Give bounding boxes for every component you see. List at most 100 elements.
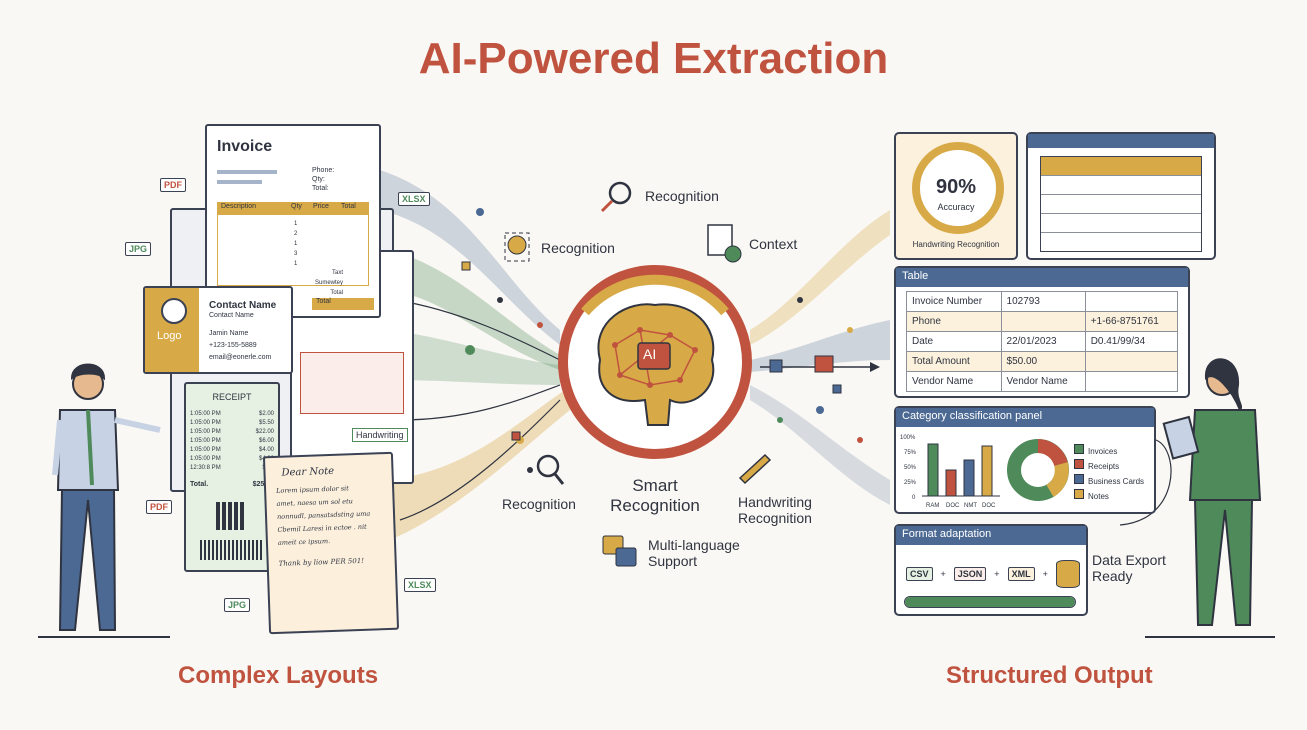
receipt-line: 1:05:00 PM$5.50 bbox=[190, 420, 274, 426]
bar-label: DOC bbox=[946, 503, 960, 509]
receipt-line: 1:05:00 PM$22.00 bbox=[190, 429, 274, 435]
spreadsheet-grid bbox=[1040, 156, 1202, 252]
handwriting-tag: Handwriting bbox=[352, 428, 408, 442]
accuracy-card: 90% Accuracy Handwriting Recognition bbox=[894, 132, 1018, 260]
invoice-title: Invoice bbox=[217, 138, 273, 155]
cell-label: Date bbox=[906, 331, 1002, 352]
database-icon bbox=[1055, 560, 1080, 588]
format-panel: Format adaptation CSV+ JSON+ XML+ bbox=[894, 524, 1088, 616]
table-panel-title: Table bbox=[896, 268, 1188, 287]
y-tick: 100% bbox=[900, 435, 916, 441]
table-row: Phone +1-66-8751761 bbox=[906, 311, 1179, 332]
invoice-meta: Phone:Qty:Total: bbox=[312, 167, 335, 192]
label-handwriting-recognition: Handwriting Recognition bbox=[738, 494, 812, 526]
cell-extra bbox=[1084, 351, 1179, 372]
pdf-file-icon: PDF bbox=[160, 178, 186, 192]
invoice-total-row: Total bbox=[312, 298, 374, 310]
bar bbox=[945, 469, 957, 497]
legend-item: Business Cards bbox=[1074, 474, 1144, 489]
y-tick: 75% bbox=[904, 450, 917, 456]
bar bbox=[927, 443, 939, 497]
accuracy-caption: Handwriting Recognition bbox=[912, 240, 1000, 249]
spreadsheet-window bbox=[1026, 132, 1216, 260]
barcode-icon bbox=[200, 540, 262, 560]
accuracy-gauge bbox=[912, 142, 1004, 234]
cell-label: Invoice Number bbox=[906, 291, 1002, 312]
cell-extra: +1-66-8751761 bbox=[1084, 311, 1179, 332]
label-context: Context bbox=[749, 236, 798, 252]
bar bbox=[981, 445, 993, 497]
jpg-file-icon-2: JPG bbox=[224, 598, 251, 612]
table-row: Total Amount$50.00 bbox=[906, 351, 1179, 372]
legend-item: Notes bbox=[1074, 489, 1144, 504]
jpg-file-icon: JPG bbox=[125, 242, 152, 256]
xlsx-file-icon: XLSX bbox=[398, 192, 430, 206]
bar bbox=[963, 459, 975, 497]
receipt-line: 1:05:00 PM$4.00 bbox=[190, 447, 274, 453]
receipt-line: 12:30:8 PM$.50 bbox=[190, 465, 274, 471]
receipt-line: 1:05:00 PM$6.00 bbox=[190, 438, 274, 444]
category-panel: Category classification panel 100% 75% 50… bbox=[894, 406, 1156, 514]
page-title: AI-Powered Extraction bbox=[418, 34, 889, 83]
pdf-file-icon-2: PDF bbox=[146, 500, 172, 514]
data-export-ready: Data Export Ready bbox=[1092, 552, 1166, 584]
logo-text: Logo bbox=[157, 330, 182, 342]
cell-value: $50.00 bbox=[1000, 351, 1086, 372]
label-recognition-top: Recognition bbox=[645, 188, 719, 204]
avatar-icon bbox=[161, 298, 187, 324]
receipt-line: 1:05:00 PM$2.00 bbox=[190, 411, 274, 417]
cell-value bbox=[1000, 311, 1086, 332]
cell-value: 102793 bbox=[1000, 291, 1086, 312]
cell-value: 22/01/2023 bbox=[1000, 331, 1086, 352]
label-recognition-bottom: Recognition bbox=[502, 496, 576, 512]
cell-label: Phone bbox=[906, 311, 1002, 332]
label-recognition-left: Recognition bbox=[541, 240, 615, 256]
note-sign-line: Thank by liow PER 501! bbox=[278, 556, 365, 568]
qr-code-icon bbox=[216, 502, 244, 530]
y-tick: 25% bbox=[904, 480, 917, 486]
y-tick: 0 bbox=[912, 495, 916, 501]
cell-extra bbox=[1084, 371, 1179, 392]
cell-label: Total Amount bbox=[906, 351, 1002, 372]
business-card: Logo Contact Name Contact Name Jamin Nam… bbox=[143, 286, 293, 374]
footer-left-label: Complex Layouts bbox=[178, 662, 379, 689]
contact-subtitle: Contact Name bbox=[209, 312, 254, 319]
cell-label: Vendor Name bbox=[906, 371, 1002, 392]
cell-value: Vendor Name bbox=[1000, 371, 1086, 392]
category-panel-title: Category classification panel bbox=[896, 408, 1154, 427]
xlsx-file-icon-2: XLSX bbox=[404, 578, 436, 592]
format-panel-title: Format adaptation bbox=[896, 526, 1086, 545]
legend-swatch bbox=[1074, 474, 1084, 484]
legend-swatch bbox=[1074, 489, 1084, 499]
csv-file-icon: CSV bbox=[906, 567, 933, 581]
receipt-total-label: Total. bbox=[190, 481, 209, 488]
receipt-title: RECEIPT bbox=[212, 392, 252, 402]
label-multi-language: Multi-language Support bbox=[648, 537, 740, 569]
accuracy-value: 90% bbox=[935, 176, 977, 198]
label-smart-recognition: Smart Recognition bbox=[610, 476, 700, 515]
footer-right-label: Structured Output bbox=[946, 662, 1153, 689]
y-tick: 50% bbox=[904, 465, 917, 471]
invoice-document: Invoice Phone:Qty:Total: Description Qty… bbox=[205, 124, 381, 318]
contact-name: Contact Name bbox=[209, 300, 277, 311]
json-file-icon: JSON bbox=[953, 567, 987, 581]
receipt-line: 1:05:00 PM$4.00 bbox=[190, 456, 274, 462]
note-line: ameit ce ipsum. bbox=[277, 537, 331, 547]
legend-swatch bbox=[1074, 444, 1084, 454]
legend-item: Receipts bbox=[1074, 459, 1144, 474]
format-list: CSV+ JSON+ XML+ bbox=[906, 560, 1080, 588]
xml-file-icon: XML bbox=[1007, 567, 1035, 581]
ai-badge: AI bbox=[643, 346, 657, 362]
